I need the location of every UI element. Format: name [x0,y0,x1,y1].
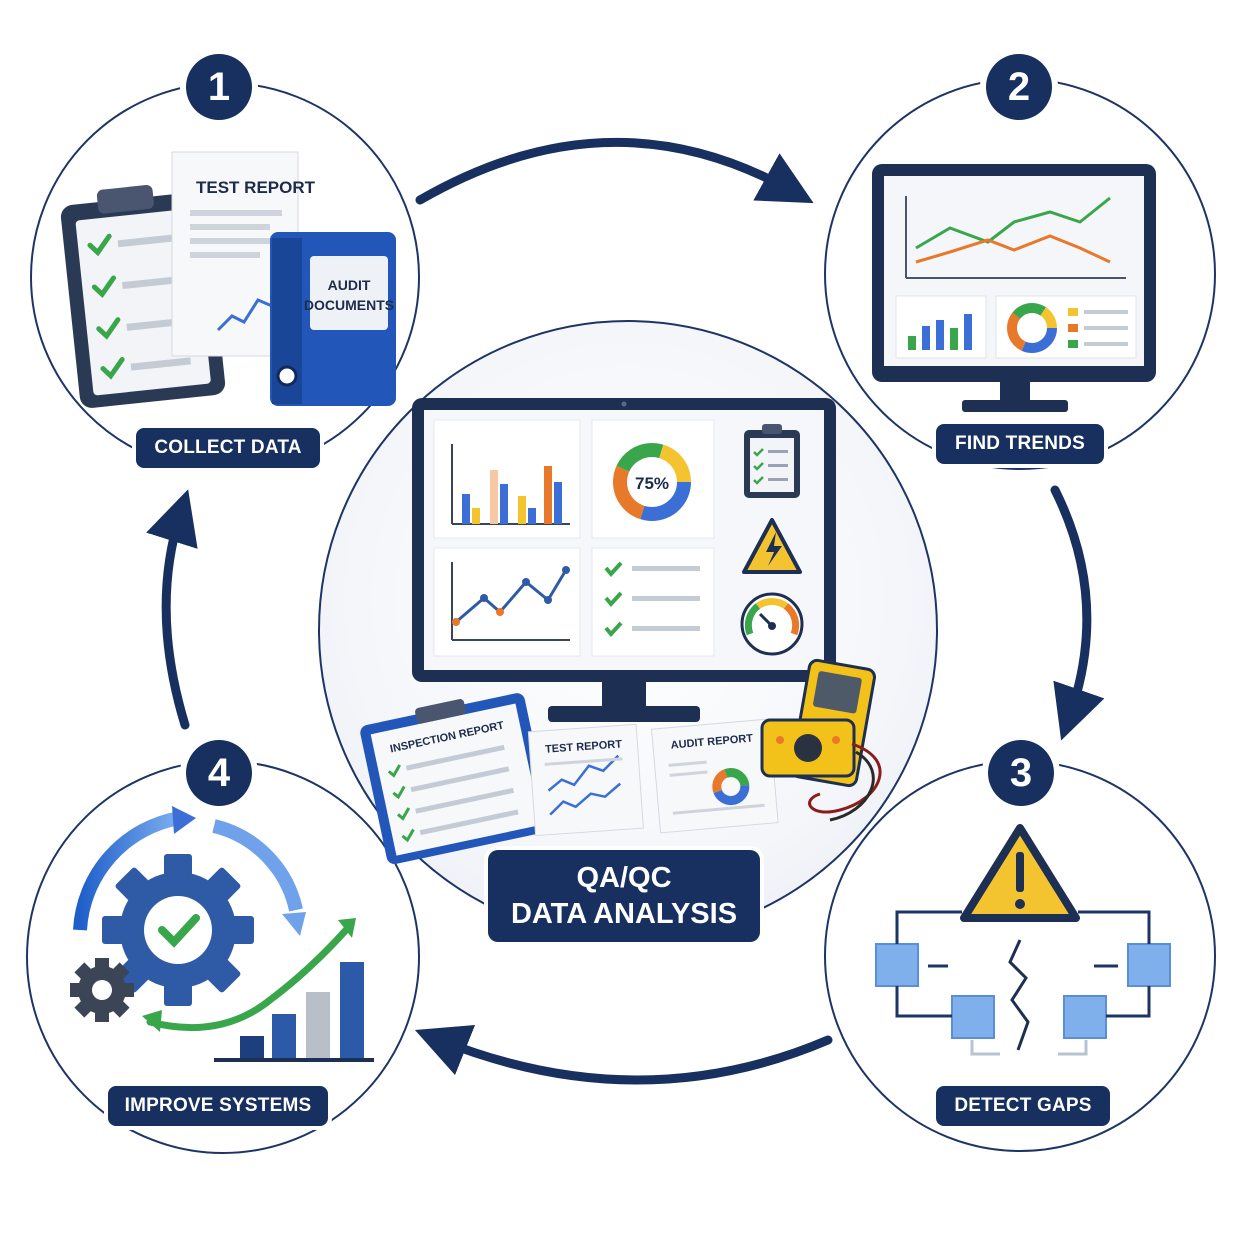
clipboard-mini-icon [744,424,800,498]
test-report-sheet: TEST REPORT [527,723,644,837]
flowchart-icon [875,910,1171,1056]
center-title-line2: DATA ANALYSIS [510,898,738,930]
gauge-icon [740,592,804,656]
step-1-badge: 1 [186,54,252,120]
step-2-badge: 2 [986,54,1052,120]
gear-icon [70,806,306,1022]
test-report-title: TEST REPORT [196,178,316,197]
donut-percent-label: 75% [635,474,669,493]
arrow-3-to-4 [414,1024,833,1085]
audit-label-line2: DOCUMENTS [304,297,394,313]
monitor-icon-dashboard: 75% [412,398,836,722]
step-1-label: COLLECT DATA [136,428,320,468]
growth-chart-icon [142,918,374,1062]
warning-mini-icon [742,518,802,574]
inspection-report-clipboard: INSPECTION REPORT [360,693,552,865]
step-3-badge: 3 [988,740,1054,806]
cycle-arrows [146,137,1105,1085]
audit-label-line1: AUDIT [328,277,371,293]
center-test-report-title: TEST REPORT [545,738,623,755]
warning-icon-gaps [960,824,1080,922]
center-title-line1: QA/QC [576,862,672,894]
monitor-icon-trends [872,164,1156,412]
arrow-1-to-2 [415,137,814,205]
step-3-label: DETECT GAPS [936,1086,1110,1126]
arrow-4-to-1 [146,489,198,730]
binder-icon: AUDIT DOCUMENTS [270,232,396,406]
audit-report-sheet: AUDIT REPORT [650,718,779,834]
multimeter-icon [760,658,882,822]
step-4-label: IMPROVE SYSTEMS [108,1086,328,1126]
center-title: QA/QC DATA ANALYSIS [488,850,760,942]
step-4-badge: 4 [186,740,252,806]
step-2-label: FIND TRENDS [936,424,1104,464]
arrow-2-to-3 [1050,485,1105,741]
